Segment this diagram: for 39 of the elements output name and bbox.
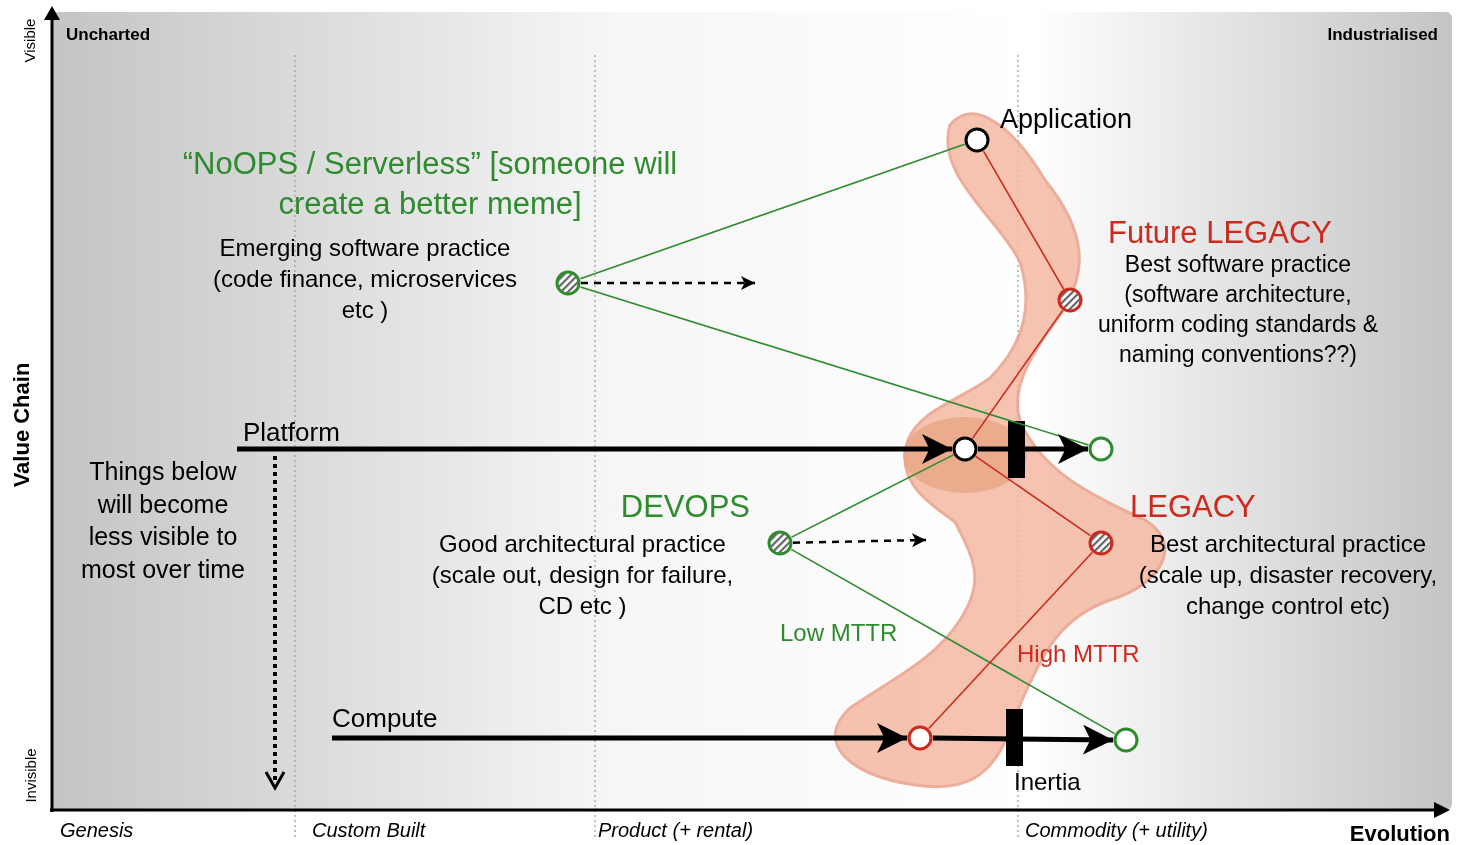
note-text: Things below will become less visible to most over time <box>80 456 246 585</box>
component-label: Compute <box>332 702 438 735</box>
evolution-arrow <box>978 434 1088 464</box>
practice-heading: DEVOPS <box>619 488 750 526</box>
connector-line <box>579 286 1090 446</box>
stage-label: Custom Built <box>312 818 426 843</box>
connector-line <box>974 455 1092 537</box>
component-label: Platform <box>243 416 340 449</box>
stage-heading: Industrialised <box>1326 24 1438 46</box>
practice-description: Best software practice (software architecture, uniform coding standards & naming conventions??) <box>1097 250 1379 369</box>
evolution-arrow <box>332 723 907 753</box>
axis-end-label: Visible <box>22 18 38 62</box>
axis-end-label: Invisible <box>22 747 38 803</box>
practice-heading: Future LEGACY <box>1108 214 1332 252</box>
practice-description: Good architectural practice (scale out, design for failure, CD etc ) <box>430 529 735 622</box>
connector-line <box>790 454 955 538</box>
stage-label: Genesis <box>60 818 134 843</box>
connector-line <box>971 309 1064 440</box>
dashed-arrow <box>792 533 927 548</box>
connector-line <box>579 143 966 280</box>
practice-description: Emerging software practice (code finance, microservices etc ) <box>211 233 519 326</box>
axis-title: Evolution <box>1348 820 1450 845</box>
component-label: Application <box>1000 103 1133 136</box>
annotation-text: Low MTTR <box>780 618 898 648</box>
annotation-text: Inertia <box>1014 767 1081 797</box>
connector-line <box>928 551 1093 730</box>
practice-heading: LEGACY <box>1130 488 1256 526</box>
evolution-arrow <box>237 434 952 464</box>
stage-label: Product (+ rental) <box>598 818 754 843</box>
practice-description: Best architectural practice (scale up, disaster recovery, change control etc) <box>1137 529 1439 622</box>
axis-title: Value Chain <box>11 362 33 488</box>
connector-line <box>790 548 1116 735</box>
practice-heading: “NoOPS / Serverless” [someone will create a better meme] <box>181 145 679 224</box>
stage-label: Commodity (+ utility) <box>1025 818 1208 843</box>
stage-heading: Uncharted <box>66 24 151 46</box>
dashed-arrow <box>581 276 755 290</box>
annotation-text: High MTTR <box>1017 639 1140 669</box>
connector-line <box>982 150 1065 290</box>
evolution-arrow <box>932 724 1114 755</box>
